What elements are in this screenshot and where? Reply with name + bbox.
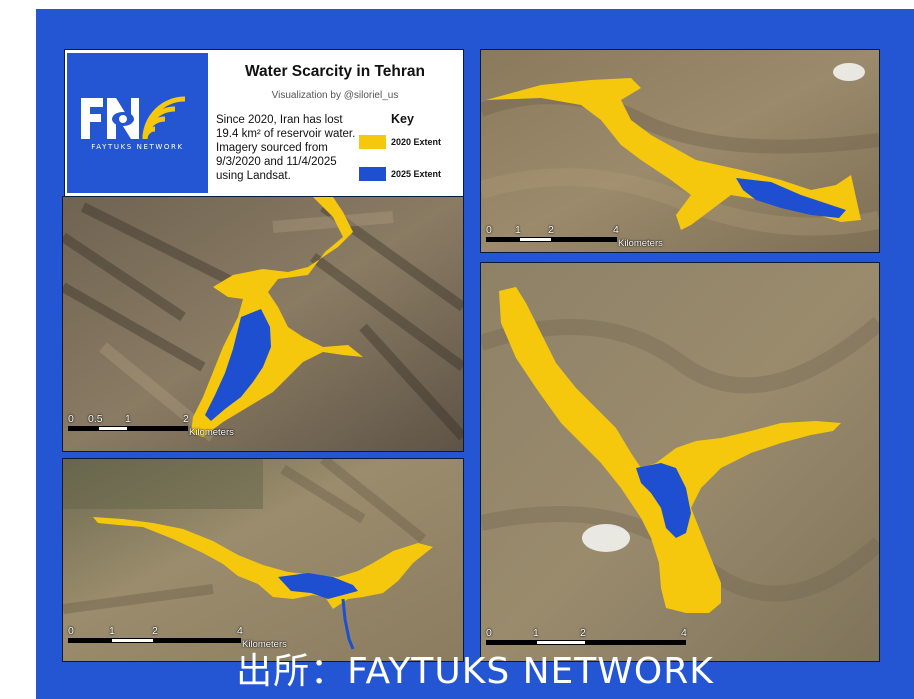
scale-bar-bottom-left: 0 1 2 4 Kilometers — [68, 625, 328, 650]
scale-tick-0: 0 — [68, 413, 74, 425]
scale-tick-3: 4 — [237, 625, 243, 637]
legend-label-2025: 2025 Extent — [391, 169, 442, 179]
scale-unit: Kilometers — [189, 427, 234, 438]
map-title: Water Scarcity in Tehran — [244, 63, 426, 80]
scale-bar-middle-left: 0 0.5 1 2 Kilometers — [68, 413, 288, 438]
scale-tick-2: 2 — [152, 625, 158, 637]
satellite-imagery-middle-left — [63, 197, 463, 451]
map-panel-middle-left: 0 0.5 1 2 Kilometers — [62, 196, 464, 452]
satellite-imagery-right-large — [481, 263, 879, 661]
logo-text: FAYTUKS NETWORK — [91, 143, 184, 151]
scale-tick-1: 1 — [109, 625, 115, 637]
scale-tick-1: 1 — [125, 413, 131, 425]
source-caption: 出所：FAYTUKS NETWORK — [236, 651, 714, 692]
scale-bar-top-right: 0 1 2 4 Kilometers — [486, 224, 686, 249]
scale-tick-0: 0 — [486, 627, 492, 639]
scale-bar-right-large: 0 1 2 4 — [486, 627, 716, 651]
logo-graphic-icon — [81, 96, 186, 140]
scale-tick-1: 1 — [515, 224, 521, 236]
legend-title: Key — [391, 112, 414, 126]
scale-unit: Kilometers — [242, 639, 287, 650]
scale-unit: Kilometers — [618, 238, 663, 249]
scale-tick-2: 2 — [580, 627, 586, 639]
map-panel-right-large: 0 1 2 4 — [480, 262, 880, 662]
scale-tick-2: 2 — [183, 413, 189, 425]
map-subtitle: Visualization by @siloriel_us — [271, 90, 399, 101]
satellite-imagery-bottom-left — [63, 459, 463, 661]
map-panel-bottom-left: 0 1 2 4 Kilometers — [62, 458, 464, 662]
faytuks-logo: FAYTUKS NETWORK — [67, 53, 208, 193]
scale-tick-1: 1 — [533, 627, 539, 639]
scale-tick-3: 4 — [681, 627, 687, 639]
legend-label-2020: 2020 Extent — [391, 137, 442, 147]
scale-tick-0: 0 — [68, 625, 74, 637]
scale-tick-3: 4 — [613, 224, 619, 236]
legend-swatch-2020 — [359, 135, 386, 149]
title-panel: FAYTUKS NETWORK Water Scarcity in Tehran… — [64, 49, 464, 197]
legend-swatch-2025 — [359, 167, 386, 181]
satellite-imagery-top-right — [481, 50, 879, 252]
map-panel-top-right: 0 1 2 4 Kilometers — [480, 49, 880, 253]
scale-tick-0-5: 0.5 — [88, 413, 103, 425]
map-description: Since 2020, Iran has lost 19.4 km² of re… — [216, 114, 356, 182]
scale-tick-2: 2 — [548, 224, 554, 236]
scale-tick-0: 0 — [486, 224, 492, 236]
